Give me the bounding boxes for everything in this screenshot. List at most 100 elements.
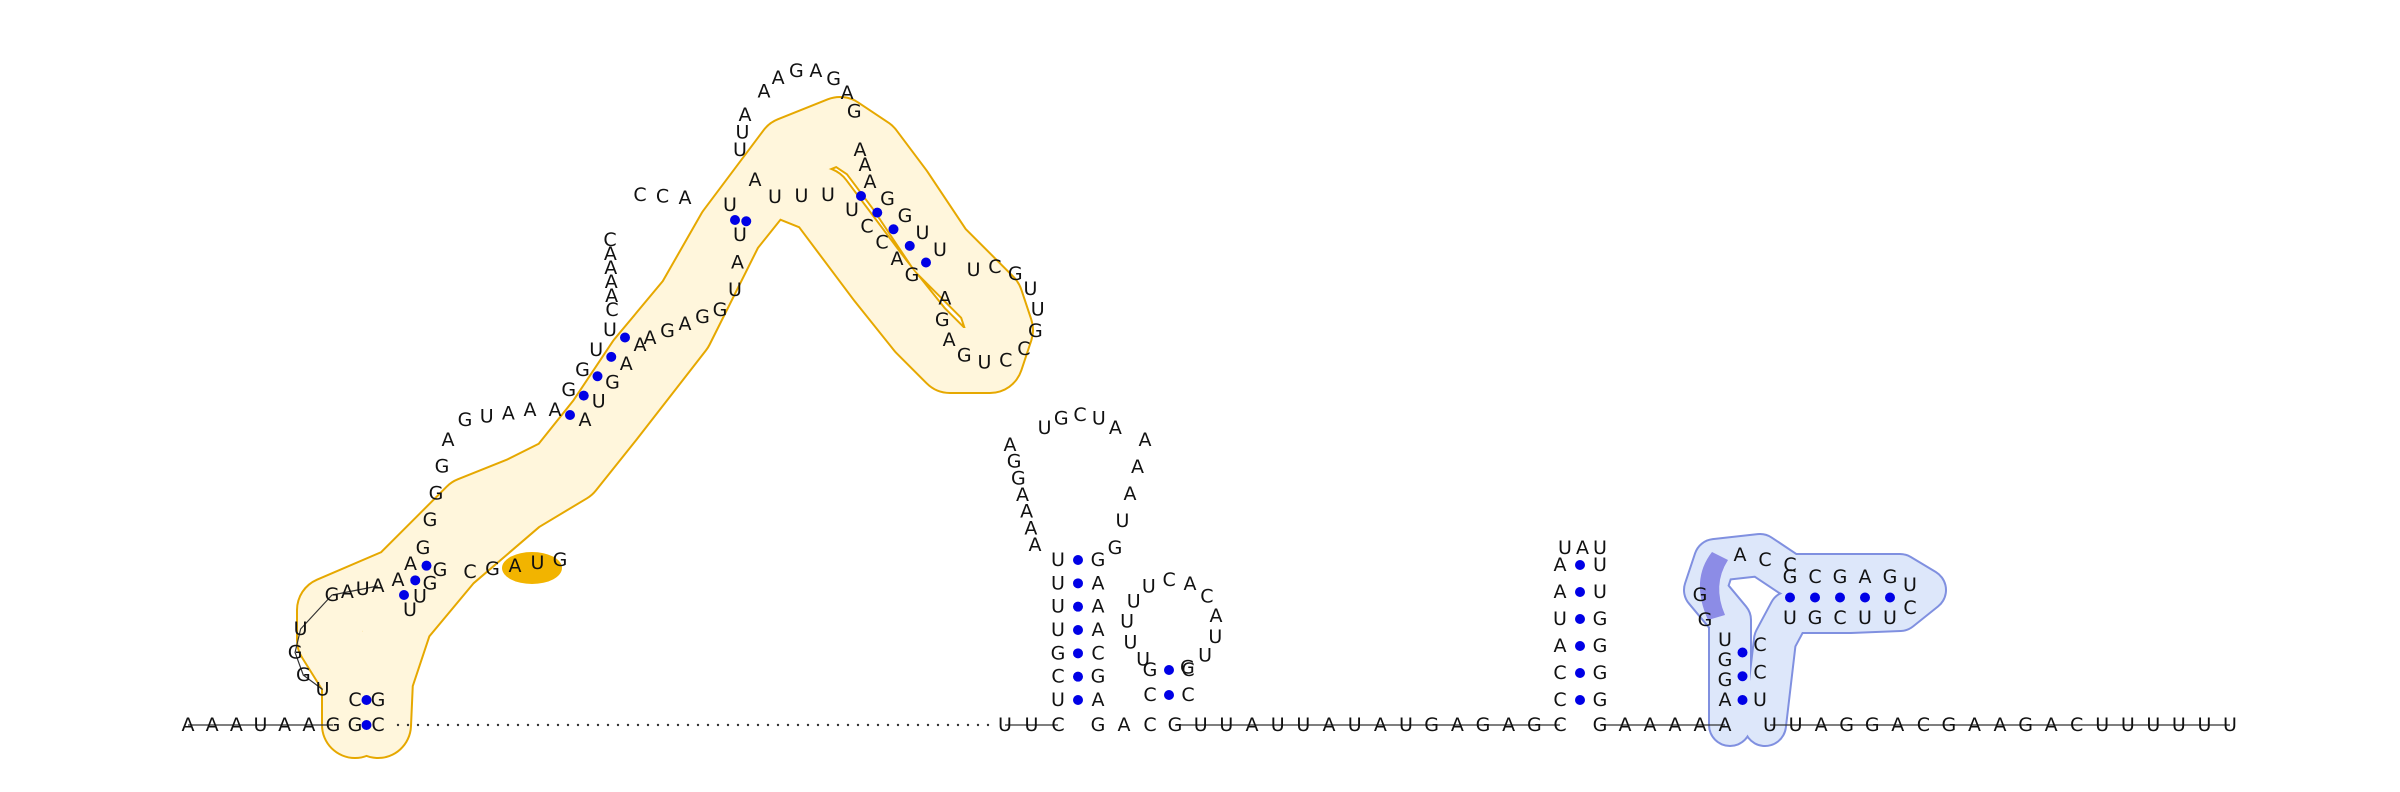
nucleotide: G [1593,608,1608,630]
nucleotide: A [943,329,956,351]
nucleotide: G [1718,649,1733,671]
base-pair-dot [1575,668,1585,678]
nucleotide: C [1051,714,1064,736]
linker-dot [766,723,770,727]
base-pair-dot [1737,671,1748,682]
nucleotide: U [933,239,947,261]
nucleotide: U [2121,714,2135,736]
nucleotide: C [1143,684,1156,706]
linker-dot [406,723,410,727]
base-pair-dot [921,257,931,268]
nucleotide: A [758,80,771,102]
linker-dot [526,723,530,727]
nucleotide: U [2223,714,2237,736]
base-pair-dot [578,390,589,401]
linker-dot [456,723,460,727]
nucleotide: U [1124,631,1138,653]
nucleotide: U [1051,689,1065,711]
nucleotide: G [326,714,341,736]
nucleotide: G [1527,714,1542,736]
nucleotide: C [603,229,616,251]
nucleotide: U [316,678,330,700]
nucleotide: A [1323,714,1336,736]
nucleotide: U [1127,590,1141,612]
nucleotide: A [1210,605,1223,627]
nucleotide: U [1031,298,1045,320]
base-pair-dot [741,216,752,227]
base-pair-dot [1575,560,1585,570]
nucleotide: A [739,104,752,126]
nucleotide: G [1091,714,1106,736]
linker-dot [856,723,860,727]
base-pair-dot [592,371,603,382]
nucleotide: G [1693,584,1708,606]
nucleotide: C [1833,607,1846,629]
linker-dot [466,723,470,727]
nucleotide: U [977,352,991,374]
linker-dot [506,723,510,727]
nucleotide: U [1553,608,1567,630]
nucleotide: U [1038,417,1052,439]
nucleotide: U [733,224,747,246]
nucleotide: U [356,578,370,600]
nucleotide: C [860,215,873,237]
base-pair-dot [1810,592,1820,603]
base-pair-dot [399,590,409,600]
linker-dot [756,723,760,727]
nucleotide: A [604,257,617,279]
base-pair-dot [1164,665,1174,675]
nucleotide: G [348,714,363,736]
nucleotide: G [905,264,920,286]
nucleotide: G [1808,607,1823,629]
nucleotide: A [206,714,219,736]
orange-motif-highlight [502,552,562,584]
nucleotide: G [1593,689,1608,711]
base-pair-dot [1073,625,1083,635]
base-pair-dot [1737,695,1748,705]
nucleotide: G [880,188,895,210]
nucleotide: A [854,139,867,161]
nucleotide: U [1194,714,1208,736]
nucleotide: G [1476,714,1491,736]
linker-dot [586,723,590,727]
linker-dot [726,723,730,727]
nucleotide: A [278,714,291,736]
nucleotide: U [1208,626,1222,648]
base-pair-dot [361,720,372,730]
nucleotide: C [2070,714,2083,736]
nucleotide: G [957,344,972,366]
nucleotide: G [1008,263,1023,285]
nucleotide: U [1753,689,1767,711]
nucleotide: G [288,641,303,663]
linker-dot [706,723,710,727]
base-pair-dot [872,207,883,218]
linker-dot [806,723,810,727]
nucleotide: G [1883,566,1898,588]
nucleotide: A [442,429,455,451]
nucleotide: A [1994,714,2007,736]
nucleotide: U [294,618,308,640]
nucleotide: A [404,553,417,575]
nucleotide: A [1124,483,1137,505]
nucleotide: U [2095,714,2109,736]
linker-dot [576,723,580,727]
nucleotide: U [1051,619,1065,641]
nucleotide: G [325,584,340,606]
nucleotide: G [1007,451,1022,473]
nucleotide: U [589,339,603,361]
nucleotide: A [1694,714,1707,736]
nucleotide: U [1593,581,1607,603]
nucleotide: G [416,537,431,559]
nucleotide: A [731,252,744,274]
nucleotide: G [1593,635,1608,657]
nucleotide: C [1181,684,1194,706]
linker-dot [896,723,900,727]
base-pair-dot [1835,592,1845,603]
linker-dot [786,723,790,727]
nucleotide: U [1136,648,1150,670]
nucleotide: U [768,186,782,208]
backbone-segment [294,585,379,690]
nucleotide: C [999,349,1012,371]
nucleotide: A [1029,534,1042,556]
nucleotide: U [1116,510,1130,532]
